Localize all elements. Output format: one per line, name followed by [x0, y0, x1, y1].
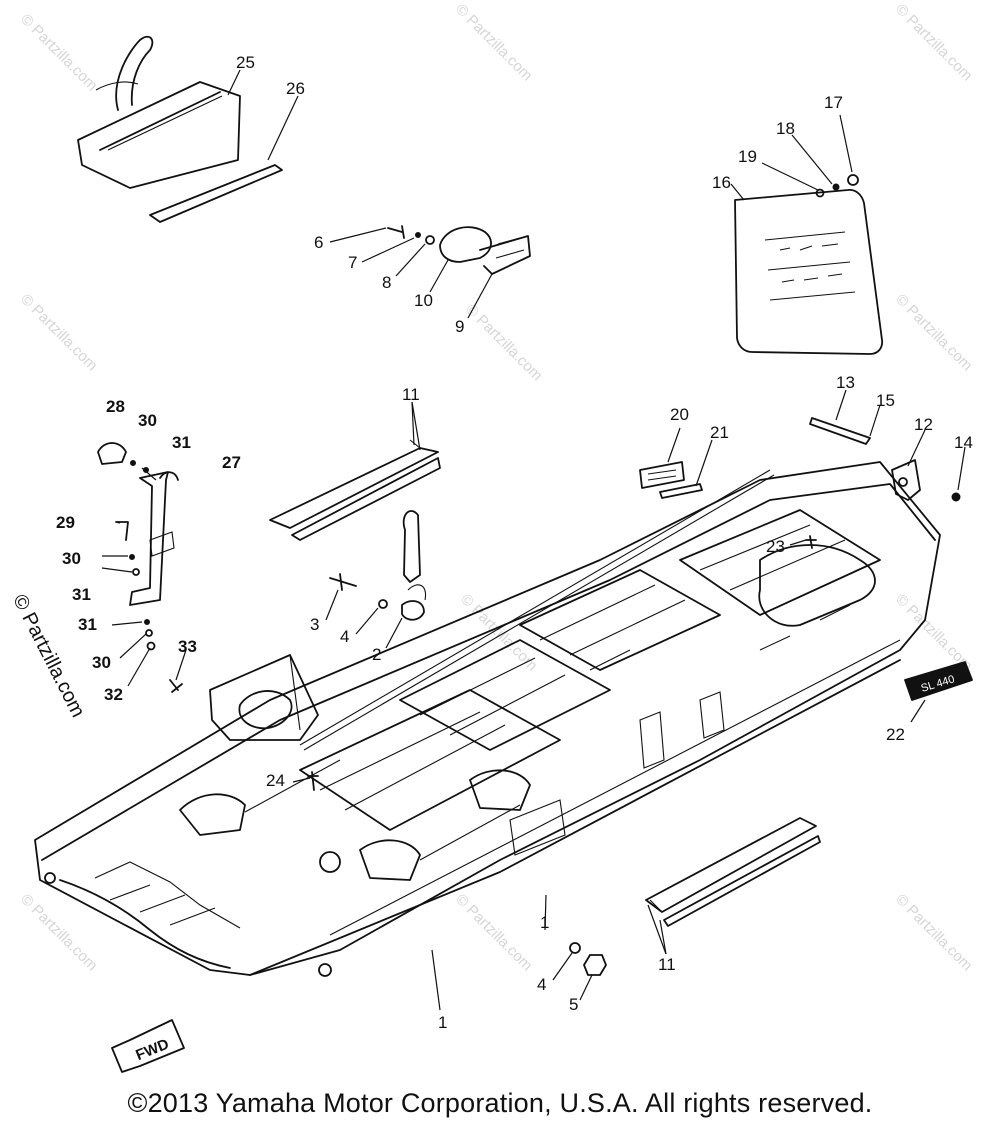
- leader-lines: [101, 69, 966, 1011]
- part-1-frame: [34, 461, 941, 977]
- parts-4-5-fasteners: [569, 942, 607, 976]
- callout-31-c: 31: [78, 615, 97, 634]
- callout-18: 18: [776, 119, 795, 138]
- callout-21: 21: [710, 423, 729, 442]
- watermark: © Partzilla.com: [452, 1, 535, 84]
- part-25-tool-bag: [77, 35, 241, 189]
- callout-23: 23: [766, 537, 785, 556]
- watermark: © Partzilla.com: [17, 891, 100, 974]
- watermark: © Partzilla.com: [452, 891, 535, 974]
- callout-33: 33: [178, 637, 197, 656]
- callout-7: 7: [348, 253, 357, 272]
- callout-17: 17: [824, 93, 843, 112]
- callout-29: 29: [56, 513, 75, 532]
- callout-26: 26: [286, 79, 305, 98]
- callout-30-c: 30: [92, 653, 111, 672]
- watermark: © Partzilla.com: [892, 1, 975, 84]
- callout-12: 12: [914, 415, 933, 434]
- callout-22: 22: [886, 725, 905, 744]
- part-16-plate: [734, 174, 883, 355]
- copyright-notice: ©2013 Yamaha Motor Corporation, U.S.A. A…: [127, 1088, 873, 1118]
- fwd-arrow: FWD: [111, 1019, 185, 1073]
- watermark: © Partzilla.com: [462, 301, 545, 384]
- watermark: © Partzilla.com: [892, 891, 975, 974]
- callout-30-b: 30: [62, 549, 81, 568]
- callout-14: 14: [954, 433, 973, 452]
- callouts: 25 26 6 7 8 10 9 17 18 19 16 11 20 21 13…: [56, 53, 973, 1032]
- callout-1-lower: 1: [438, 1013, 447, 1032]
- callout-32: 32: [104, 685, 123, 704]
- part-26-strap: [149, 164, 283, 223]
- watermark: © Partzilla.com: [17, 291, 100, 374]
- callout-1-middle: 1: [540, 913, 549, 932]
- callout-31-b: 31: [72, 585, 91, 604]
- callout-28: 28: [106, 397, 125, 416]
- callout-31-a: 31: [172, 433, 191, 452]
- parts-6-10-bracket: [387, 225, 531, 275]
- watermark: © Partzilla.com: [892, 291, 975, 374]
- part-11-rail-upper: [269, 439, 441, 541]
- callout-20: 20: [670, 405, 689, 424]
- callout-11-upper: 11: [402, 385, 420, 404]
- callout-19: 19: [738, 147, 757, 166]
- parts-20-21-decals: [639, 461, 703, 499]
- callout-2: 2: [372, 645, 381, 664]
- part-22-emblem: SL 440: [904, 661, 973, 701]
- callout-13: 13: [836, 373, 855, 392]
- callout-27: 27: [222, 453, 241, 472]
- small-bolts: [169, 535, 817, 791]
- callout-10: 10: [414, 291, 433, 310]
- watermarks: © Partzilla.com © Partzilla.com © Partzi…: [17, 1, 975, 974]
- callout-11-lower: 11: [658, 955, 676, 974]
- callout-3: 3: [310, 615, 319, 634]
- callout-5: 5: [569, 995, 578, 1014]
- callout-15: 15: [876, 391, 895, 410]
- callout-25: 25: [236, 53, 255, 72]
- watermark: © Partzilla.com: [17, 11, 100, 94]
- callout-8: 8: [382, 273, 391, 292]
- parts-12-15-hitch: [809, 417, 961, 502]
- callout-6: 6: [314, 233, 323, 252]
- callout-4-upper: 4: [340, 627, 349, 646]
- parts-27-32-stand: [97, 442, 179, 651]
- callout-24: 24: [266, 771, 285, 790]
- callout-30-a: 30: [138, 411, 157, 430]
- callout-9: 9: [455, 317, 464, 336]
- callout-16: 16: [712, 173, 731, 192]
- callout-4-lower: 4: [537, 975, 546, 994]
- part-11-rail-lower: [645, 817, 821, 927]
- parts-2-4-fittings: [329, 510, 427, 621]
